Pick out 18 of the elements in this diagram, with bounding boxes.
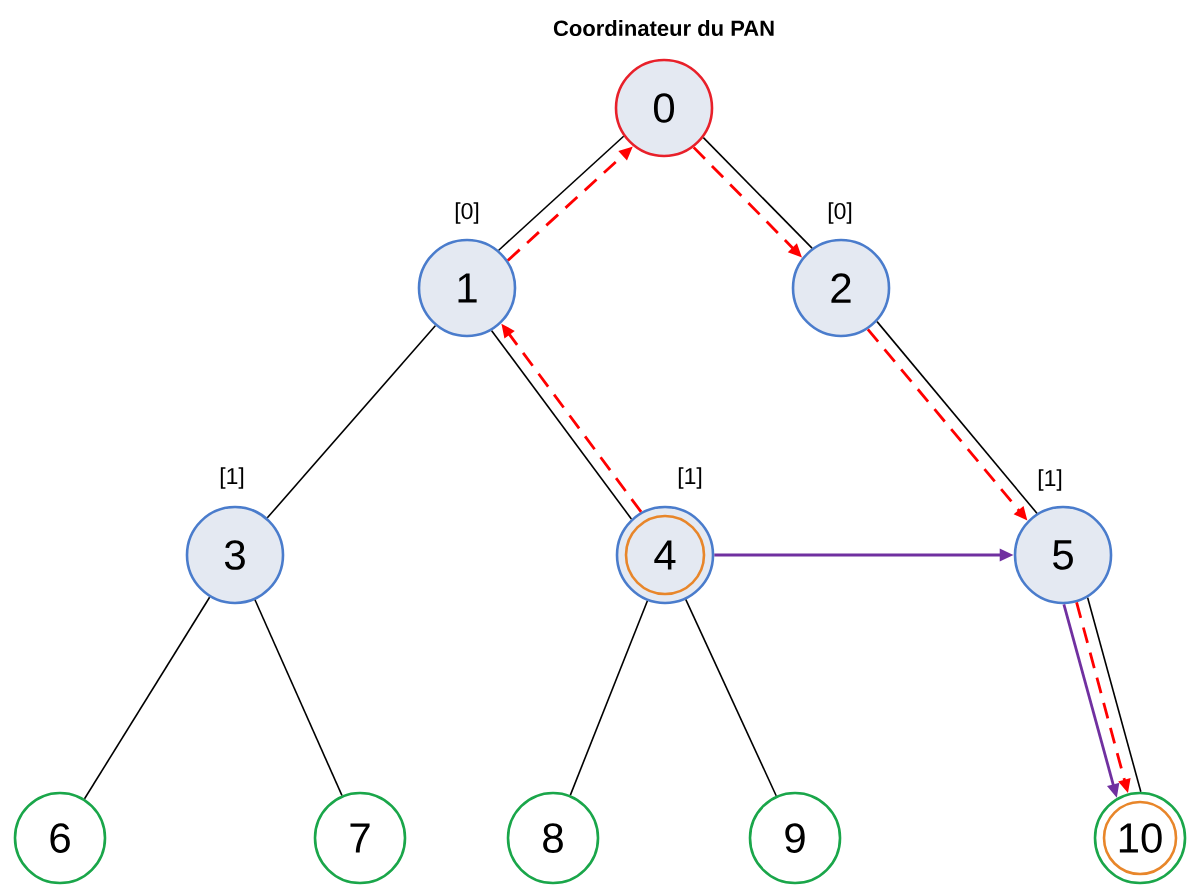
level-label: [1] [678,467,702,489]
connector-line [497,135,625,252]
level-label: [1] [1038,469,1062,491]
connector-line [1086,596,1142,793]
level-label: [0] [828,202,852,224]
connector-line [685,598,777,797]
connector-line [490,329,633,520]
connector-line [83,596,211,800]
connector-line [254,599,343,797]
level-label: [0] [455,202,479,224]
connector-line [702,136,813,249]
double-ring-node: 4 [615,505,715,605]
level-label: [1] [220,467,244,489]
connector-line [266,324,437,519]
node-caption: Coordinateur du PAN [553,19,774,37]
connector-line [876,320,1038,514]
connector-line [569,600,649,796]
double-ring-node: 10 [1093,791,1187,885]
